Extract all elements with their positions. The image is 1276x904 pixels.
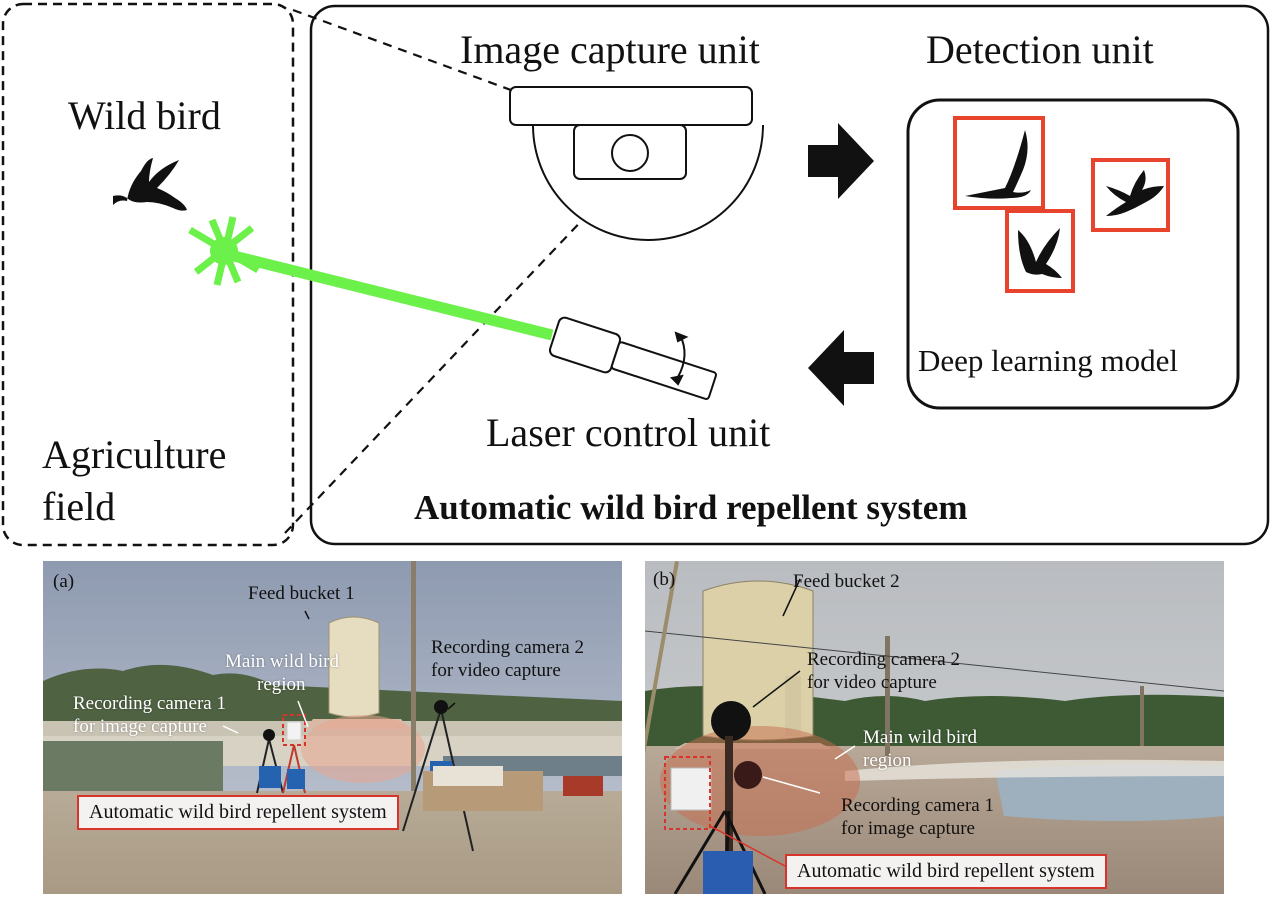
system-diagram <box>1 2 1270 547</box>
photo-b-camera1-line1: Recording camera 1 <box>841 795 994 816</box>
main-region-highlight-a <box>301 715 425 783</box>
photo-b-camera1-line2: for image capture <box>841 818 975 839</box>
arrow-right-icon <box>808 123 874 199</box>
photo-b-pond <box>995 764 1224 821</box>
detection-unit-label: Detection unit <box>926 27 1154 72</box>
photo-a-main-region-line1: Main wild bird <box>225 651 339 672</box>
system-marker-b <box>664 756 711 830</box>
photo-a-camera1-line1: Recording camera 1 <box>73 693 226 714</box>
detection-box-2 <box>1091 158 1170 232</box>
photo-b-scene <box>645 561 1224 894</box>
photo-a-camera2-line2: for video capture <box>431 660 561 681</box>
wild-bird-icon <box>113 158 187 211</box>
wild-bird-label: Wild bird <box>68 93 221 138</box>
photo-a-system-callout: Automatic wild bird repellent system <box>77 795 399 830</box>
deep-learning-label: Deep learning model <box>918 343 1178 378</box>
photo-a-feed-bucket: Feed bucket 1 <box>248 583 355 604</box>
photo-a-main-region-line2: region <box>257 674 306 695</box>
photo-a-panel-label: (a) <box>53 571 75 592</box>
system-title: Automatic wild bird repellent system <box>414 488 968 527</box>
photo-a-scene <box>43 561 622 894</box>
camera2-b <box>711 701 751 741</box>
laser-burst-icon <box>188 216 260 286</box>
photo-b: (b) Feed bucket 2 Recording camera 2 for… <box>645 561 1224 894</box>
field-label-line2: field <box>42 484 116 529</box>
photo-b-main-region-line2: region <box>863 750 912 771</box>
detection-boxes <box>953 116 1170 293</box>
detected-bird-2-icon <box>1106 170 1164 216</box>
detected-bird-3-icon <box>1018 228 1062 278</box>
laser-control-icon <box>548 316 717 400</box>
photo-a-camera2-line1: Recording camera 2 <box>431 637 584 658</box>
camera-icon <box>509 86 764 241</box>
photo-a-camera1-line2: for image capture <box>73 716 207 737</box>
detection-box-1 <box>953 116 1045 210</box>
camera-view-line-top <box>292 8 629 135</box>
laser-beam <box>220 247 554 341</box>
photo-b-feed-bucket: Feed bucket 2 <box>793 571 900 592</box>
detected-bird-1-icon <box>965 130 1031 199</box>
detected-bird-icons <box>965 130 1164 278</box>
image-capture-label: Image capture unit <box>460 27 760 72</box>
photo-a: (a) Feed bucket 1 Main wild bird region … <box>43 561 622 894</box>
photo-b-system-callout: Automatic wild bird repellent system <box>785 854 1107 889</box>
feed-bucket-1-silo <box>328 616 380 718</box>
photo-b-camera2-line1: Recording camera 2 <box>807 649 960 670</box>
laser-control-label: Laser control unit <box>486 410 771 455</box>
arrow-left-icon <box>808 330 874 406</box>
field-label-line1: Agriculture <box>42 432 227 477</box>
detection-box-3 <box>1005 209 1075 293</box>
photo-b-main-region-line1: Main wild bird <box>863 727 977 748</box>
camera-view-line-bottom <box>284 172 628 534</box>
camera1-b <box>734 761 762 789</box>
photo-b-panel-label: (b) <box>653 569 676 590</box>
photo-b-camera2-line2: for video capture <box>807 672 937 693</box>
